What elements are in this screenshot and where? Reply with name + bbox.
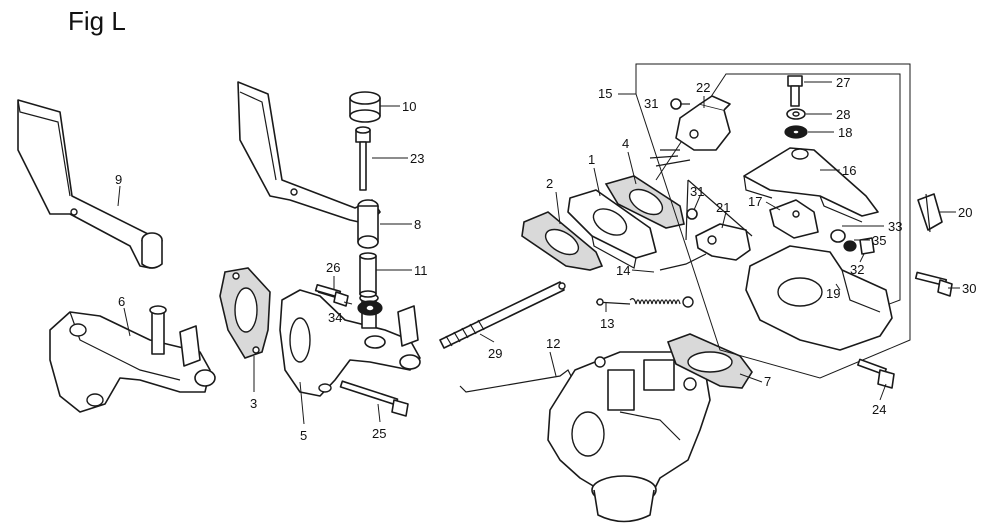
callout-4: 4 (622, 136, 629, 151)
part-23-bolt (355, 126, 371, 191)
part-29-rod (439, 281, 566, 349)
part-13-spring (595, 296, 694, 308)
callout-5: 5 (300, 428, 307, 443)
callout-12: 12 (546, 336, 560, 351)
part-5-intake-pipe (279, 289, 421, 397)
callout-6: 6 (118, 294, 125, 309)
callout-8: 8 (414, 217, 421, 232)
part-19-control-base (745, 245, 893, 351)
callout-3: 3 (250, 396, 257, 411)
callout-11: 11 (414, 263, 428, 278)
part-20-clip (917, 193, 943, 233)
part-7-gasket (666, 333, 753, 389)
part-6-governor-bracket (49, 305, 216, 413)
callout-27: 27 (836, 75, 850, 90)
callout-31-upper: 31 (644, 96, 658, 111)
callout-16: 16 (842, 163, 856, 178)
callout-30: 30 (962, 281, 976, 296)
part-16-control-lever-plate (743, 147, 879, 223)
callout-34: 34 (328, 310, 342, 325)
callout-13: 13 (600, 316, 614, 331)
part-22-fuel-cut-solenoid (649, 95, 731, 167)
callout-31-lower: 31 (690, 184, 704, 199)
part-17-plate (769, 199, 819, 239)
part-34-washer (357, 300, 383, 316)
callout-22: 22 (696, 80, 710, 95)
figure-title: Fig L (68, 6, 126, 36)
part-14-wire (659, 253, 707, 271)
callout-25: 25 (372, 426, 386, 441)
part-28-washer (786, 108, 806, 120)
callout-17: 17 (748, 194, 762, 209)
part-1-insulator (567, 189, 657, 269)
part-8-throttle-lever (237, 81, 381, 249)
part-35-spring-washer (843, 240, 857, 252)
part-24-bolt (857, 358, 895, 389)
part-9-control-lever (17, 99, 163, 269)
callout-20: 20 (958, 205, 972, 220)
part-11-spacer (359, 252, 377, 298)
callout-35: 35 (872, 233, 886, 248)
part-12-link-rod (459, 369, 573, 393)
part-33-washer (830, 229, 846, 243)
part-27-bolt (787, 75, 803, 107)
callout-29: 29 (488, 346, 502, 361)
callout-15: 15 (598, 86, 612, 101)
part-25-bolt (339, 380, 409, 417)
callout-26: 26 (326, 260, 340, 275)
callout-2: 2 (546, 176, 553, 191)
callout-9: 9 (115, 172, 122, 187)
carburetor (547, 351, 711, 523)
part-31-screw-lower (686, 208, 698, 220)
part-21-switch (685, 179, 753, 261)
part-2-gasket (521, 211, 604, 271)
part-30-bolt (914, 271, 953, 297)
callout-33: 33 (888, 219, 902, 234)
leader-lines (117, 81, 960, 425)
callout-10: 10 (402, 99, 416, 114)
callout-14: 14 (616, 263, 630, 278)
part-10-nut (349, 91, 381, 123)
part-31-screw-upper (670, 98, 690, 110)
callout-24: 24 (872, 402, 886, 417)
callout-28: 28 (836, 107, 850, 122)
callout-32: 32 (850, 262, 864, 277)
callout-1: 1 (588, 152, 595, 167)
part-32-nut (859, 237, 875, 255)
callout-23: 23 (410, 151, 424, 166)
callout-18: 18 (838, 125, 852, 140)
callout-21: 21 (716, 200, 730, 215)
callout-7: 7 (764, 374, 771, 389)
callout-labels: 9 6 3 5 10 23 8 11 26 34 25 29 12 13 14 … (115, 75, 976, 443)
part-18-washer (784, 125, 808, 139)
part-26-bolt (314, 284, 349, 307)
callout-19: 19 (826, 286, 840, 301)
part-3-gasket (219, 267, 271, 359)
